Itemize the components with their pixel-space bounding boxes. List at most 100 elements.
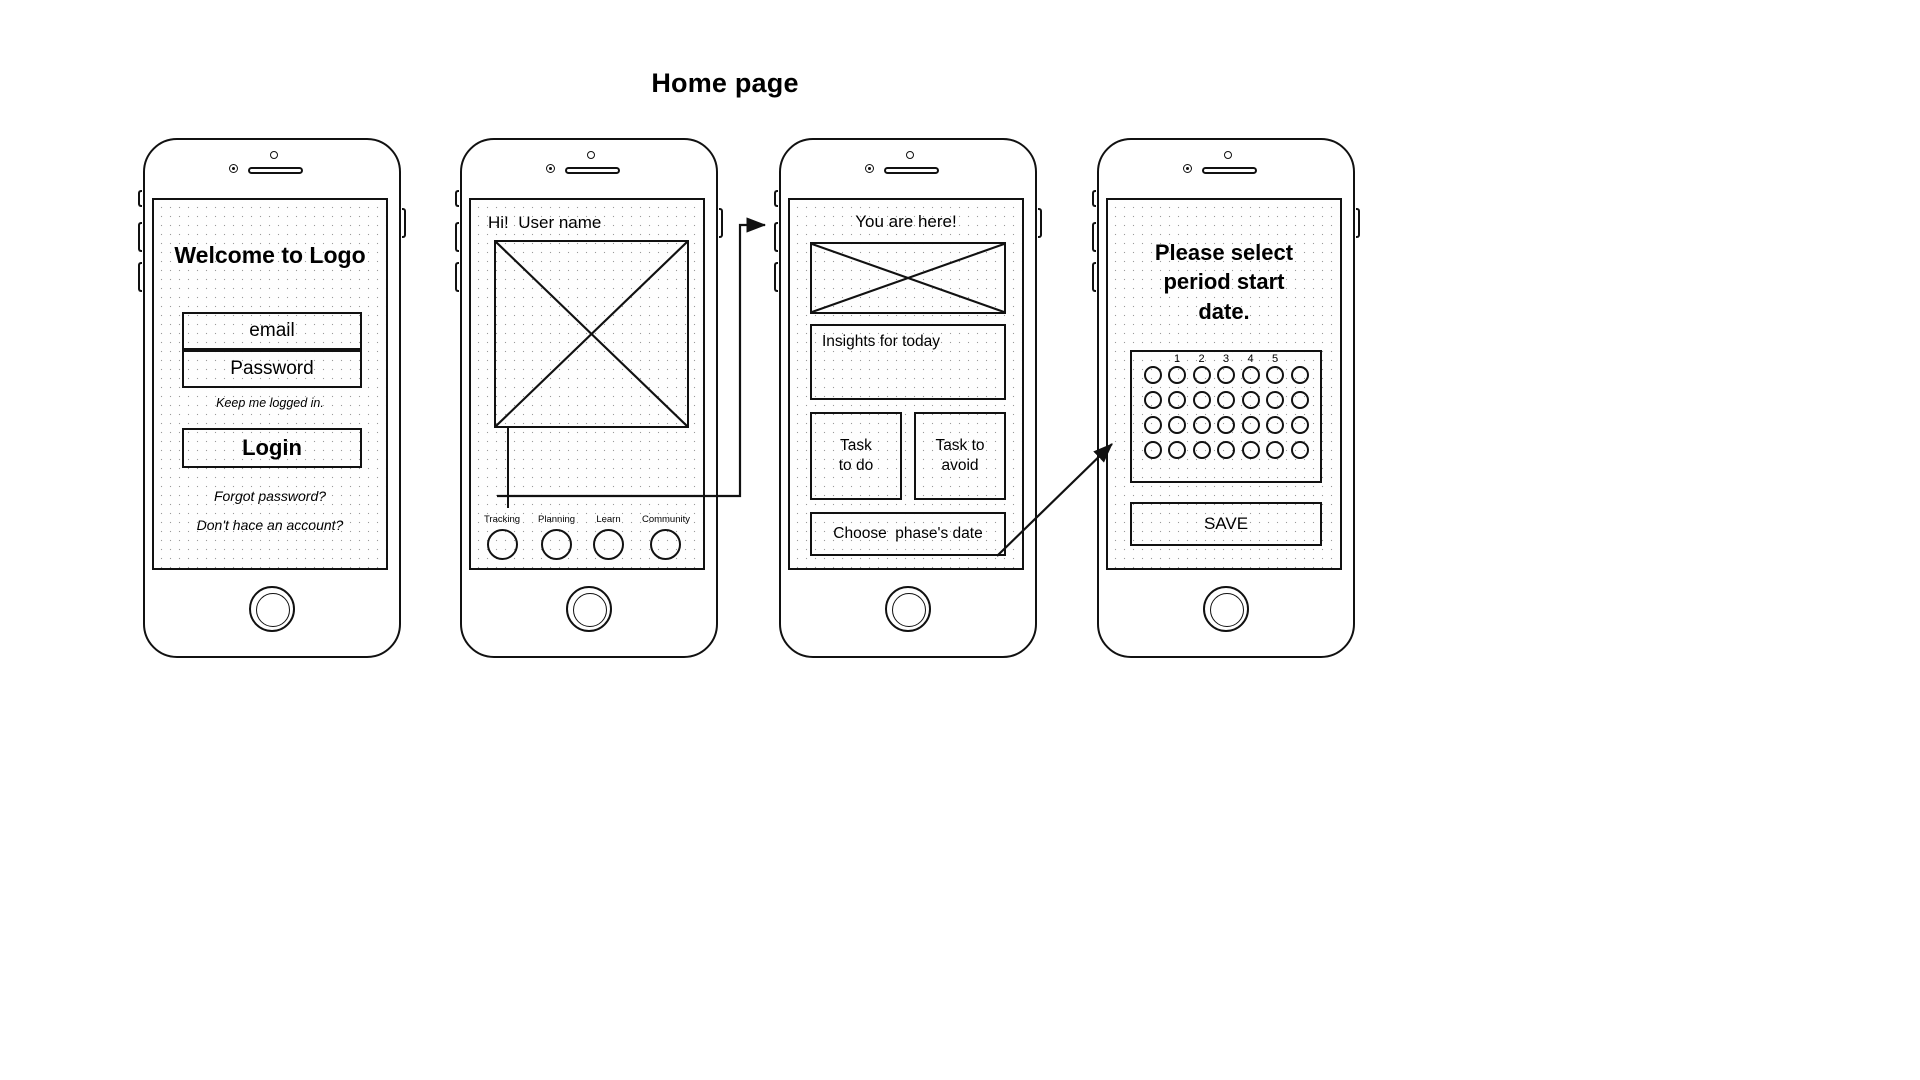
- volume-down-button[interactable]: [455, 262, 459, 292]
- login-button[interactable]: Login: [182, 428, 362, 468]
- power-button[interactable]: [1356, 208, 1360, 238]
- calendar-row: 1 2 3 4 5: [1142, 353, 1310, 384]
- day-circle: [1266, 366, 1284, 384]
- silent-switch[interactable]: [1092, 190, 1096, 207]
- volume-up-button[interactable]: [1092, 222, 1096, 252]
- calendar-cell[interactable]: [1142, 441, 1163, 459]
- calendar-cell[interactable]: [1240, 391, 1261, 409]
- day-circle: [1143, 391, 1162, 409]
- calendar-cell[interactable]: [1142, 416, 1163, 434]
- keep-logged-in-label[interactable]: Keep me logged in.: [216, 396, 324, 410]
- power-button[interactable]: [1038, 208, 1042, 238]
- day-circle: [1290, 391, 1309, 409]
- calendar-cell[interactable]: [1191, 416, 1212, 434]
- silent-switch[interactable]: [138, 190, 142, 207]
- calendar-cell[interactable]: 2: [1191, 353, 1212, 384]
- day-circle: [1241, 366, 1260, 384]
- calendar-cell[interactable]: [1265, 416, 1286, 434]
- calendar-cell[interactable]: 4: [1240, 353, 1261, 384]
- nav-label-community: Community: [641, 514, 690, 525]
- calendar-cell[interactable]: 1: [1167, 353, 1188, 384]
- save-button[interactable]: SAVE: [1130, 502, 1322, 546]
- day-circle: [1168, 441, 1186, 459]
- calendar-cell[interactable]: [1142, 391, 1163, 409]
- calendar-cell[interactable]: [1289, 441, 1310, 459]
- nav-item-tracking[interactable]: Tracking: [484, 514, 520, 560]
- sensor-icon: [1224, 151, 1232, 159]
- phone-frame-period-start: Please select period start date. 1 2 3 4…: [1092, 138, 1360, 658]
- calendar-cell[interactable]: [1142, 366, 1163, 384]
- calendar-cell[interactable]: [1167, 441, 1188, 459]
- volume-down-button[interactable]: [1092, 262, 1096, 292]
- password-field[interactable]: Password: [182, 350, 362, 388]
- volume-down-button[interactable]: [138, 262, 142, 292]
- day-number: 3: [1222, 353, 1230, 365]
- insights-card[interactable]: Insights for today: [810, 324, 1006, 400]
- volume-up-button[interactable]: [455, 222, 459, 252]
- nav-item-community[interactable]: Community: [642, 514, 690, 560]
- day-circle: [1168, 416, 1186, 434]
- volume-up-button[interactable]: [138, 222, 142, 252]
- calendar-cell[interactable]: [1216, 441, 1237, 459]
- email-field[interactable]: email: [182, 312, 362, 350]
- day-circle: [1290, 416, 1309, 434]
- calendar-cell[interactable]: 5: [1265, 353, 1286, 384]
- calendar-cell[interactable]: [1240, 441, 1261, 459]
- calendar-cell[interactable]: [1265, 441, 1286, 459]
- day-circle: [1241, 441, 1260, 459]
- front-camera-icon: [1183, 164, 1192, 173]
- calendar-cell[interactable]: [1216, 391, 1237, 409]
- date-picker-grid[interactable]: 1 2 3 4 5: [1130, 350, 1322, 483]
- nav-item-learn[interactable]: Learn: [592, 514, 624, 560]
- phone-frame-tracking: You are here! Insights for today Task to…: [774, 138, 1042, 658]
- screen-tracking: You are here! Insights for today Task to…: [788, 198, 1024, 570]
- front-camera-icon: [546, 164, 555, 173]
- silent-switch[interactable]: [455, 190, 459, 207]
- image-placeholder: [494, 240, 689, 428]
- calendar-cell[interactable]: [1167, 391, 1188, 409]
- home-button[interactable]: [566, 586, 612, 632]
- calendar-cell[interactable]: [1289, 416, 1310, 434]
- calendar-cell[interactable]: [1289, 366, 1310, 384]
- day-circle: [1217, 416, 1235, 434]
- calendar-cell[interactable]: [1167, 416, 1188, 434]
- volume-down-button[interactable]: [774, 262, 778, 292]
- earpiece-speaker: [1202, 167, 1257, 174]
- day-number: 1: [1173, 353, 1181, 365]
- day-circle: [1192, 441, 1211, 459]
- day-circle: [1266, 441, 1284, 459]
- earpiece-speaker: [884, 167, 939, 174]
- day-circle: [1266, 391, 1284, 409]
- calendar-cell[interactable]: [1191, 391, 1212, 409]
- bottom-nav-bar: Tracking Planning Learn Community: [471, 514, 703, 560]
- task-avoid-label: Task to avoid: [935, 437, 985, 474]
- calendar-cell[interactable]: [1289, 391, 1310, 409]
- email-placeholder: email: [249, 320, 295, 341]
- silent-switch[interactable]: [774, 190, 778, 207]
- choose-phase-date-button[interactable]: Choose phase's date: [810, 512, 1006, 556]
- front-camera-icon: [865, 164, 874, 173]
- task-avoid-card[interactable]: Task to avoid: [914, 412, 1006, 500]
- calendar-cell[interactable]: [1240, 416, 1261, 434]
- calendar-cell[interactable]: [1216, 416, 1237, 434]
- day-circle: [1217, 441, 1235, 459]
- screen-home: Hi! User name Tracking Planning: [469, 198, 705, 570]
- task-todo-card[interactable]: Task to do: [810, 412, 902, 500]
- power-button[interactable]: [719, 208, 723, 238]
- day-circle: [1143, 441, 1162, 459]
- home-button[interactable]: [249, 586, 295, 632]
- home-button[interactable]: [885, 586, 931, 632]
- volume-up-button[interactable]: [774, 222, 778, 252]
- nav-item-planning[interactable]: Planning: [538, 514, 575, 560]
- power-button[interactable]: [402, 208, 406, 238]
- day-circle: [1290, 441, 1309, 459]
- screen-period-start: Please select period start date. 1 2 3 4…: [1106, 198, 1342, 570]
- calendar-cell[interactable]: [1191, 441, 1212, 459]
- calendar-cell[interactable]: [1265, 391, 1286, 409]
- calendar-cell[interactable]: 3: [1216, 353, 1237, 384]
- home-button[interactable]: [1203, 586, 1249, 632]
- create-account-link[interactable]: Don't hace an account?: [196, 517, 344, 533]
- login-button-label: Login: [242, 435, 302, 460]
- forgot-password-link[interactable]: Forgot password?: [213, 488, 327, 504]
